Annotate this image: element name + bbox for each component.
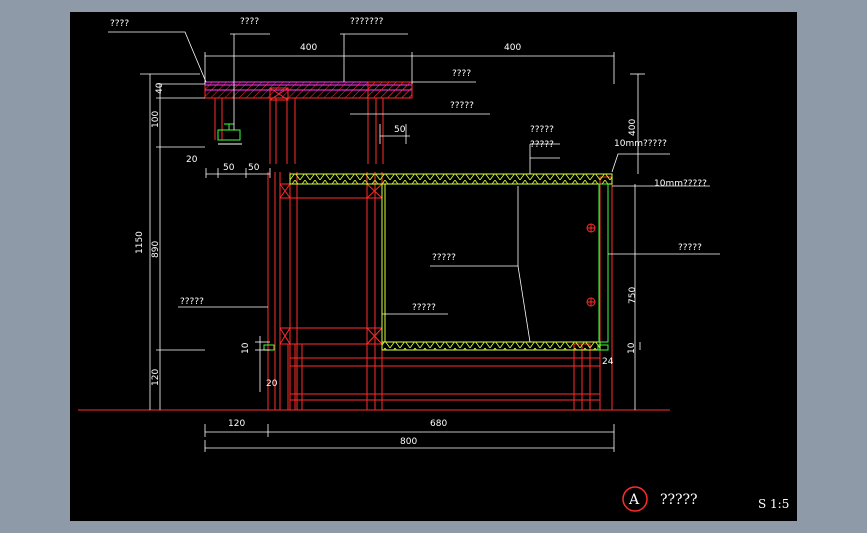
- title-block: A ????? S 1:5: [622, 486, 789, 512]
- label-10mm-b: 10mm?????: [654, 179, 707, 189]
- label-top-right: ???????: [350, 17, 384, 27]
- leader-lines: [108, 31, 720, 343]
- section-marker-letter: A: [628, 492, 640, 508]
- dim-left-20: 20: [266, 379, 278, 389]
- label-right-b: ?????: [450, 101, 474, 111]
- label-top-mid: ????: [240, 17, 259, 27]
- dim-top-400a: 400: [300, 43, 317, 53]
- bracket-fixture: [217, 123, 242, 145]
- label-10mm-a: 10mm?????: [614, 139, 667, 149]
- cabinet-frame: [267, 172, 613, 411]
- dim-20a: 20: [186, 155, 198, 165]
- countertop: [204, 81, 413, 99]
- section-drawing: ???? ???? ??????? ???? ????? ????? ?????…: [78, 17, 789, 512]
- cad-drawing-canvas: ???? ???? ??????? ???? ????? ????? ?????…: [70, 12, 797, 521]
- dim-left-40: 40: [155, 82, 165, 94]
- dim-right-750: 750: [628, 287, 638, 304]
- dim-left-10: 10: [241, 342, 251, 354]
- label-right-c2: ?????: [530, 140, 554, 150]
- dim-right-24: 24: [602, 357, 614, 367]
- dim-50a: 50: [394, 125, 406, 135]
- scale-label: S 1:5: [758, 497, 789, 511]
- dim-left-1150: 1150: [135, 231, 145, 254]
- dim-right-400: 400: [628, 119, 638, 136]
- dim-bot-120: 120: [228, 419, 245, 429]
- dim-top-400b: 400: [504, 43, 521, 53]
- label-center-mid: ?????: [432, 253, 456, 263]
- section-marker-circle: [622, 486, 648, 512]
- dim-left-890: 890: [151, 241, 161, 258]
- dim-50b: 50: [223, 163, 235, 173]
- label-top-left: ????: [110, 19, 129, 29]
- upper-posts: [214, 87, 384, 164]
- label-left-low: ?????: [180, 297, 204, 307]
- dim-right-10: 10: [627, 342, 637, 354]
- drawer-box: [263, 173, 613, 351]
- label-center-low: ?????: [412, 303, 436, 313]
- dim-50c: 50: [248, 163, 260, 173]
- dimension-lines: [140, 52, 645, 452]
- dim-left-120: 120: [151, 369, 161, 386]
- dim-left-100: 100: [151, 111, 161, 128]
- label-right-mid: ?????: [678, 243, 702, 253]
- dim-bot-680: 680: [430, 419, 447, 429]
- label-right-a: ????: [452, 69, 471, 79]
- label-right-c1: ?????: [530, 125, 554, 135]
- section-title: ?????: [660, 492, 698, 508]
- dim-bot-800: 800: [400, 437, 417, 447]
